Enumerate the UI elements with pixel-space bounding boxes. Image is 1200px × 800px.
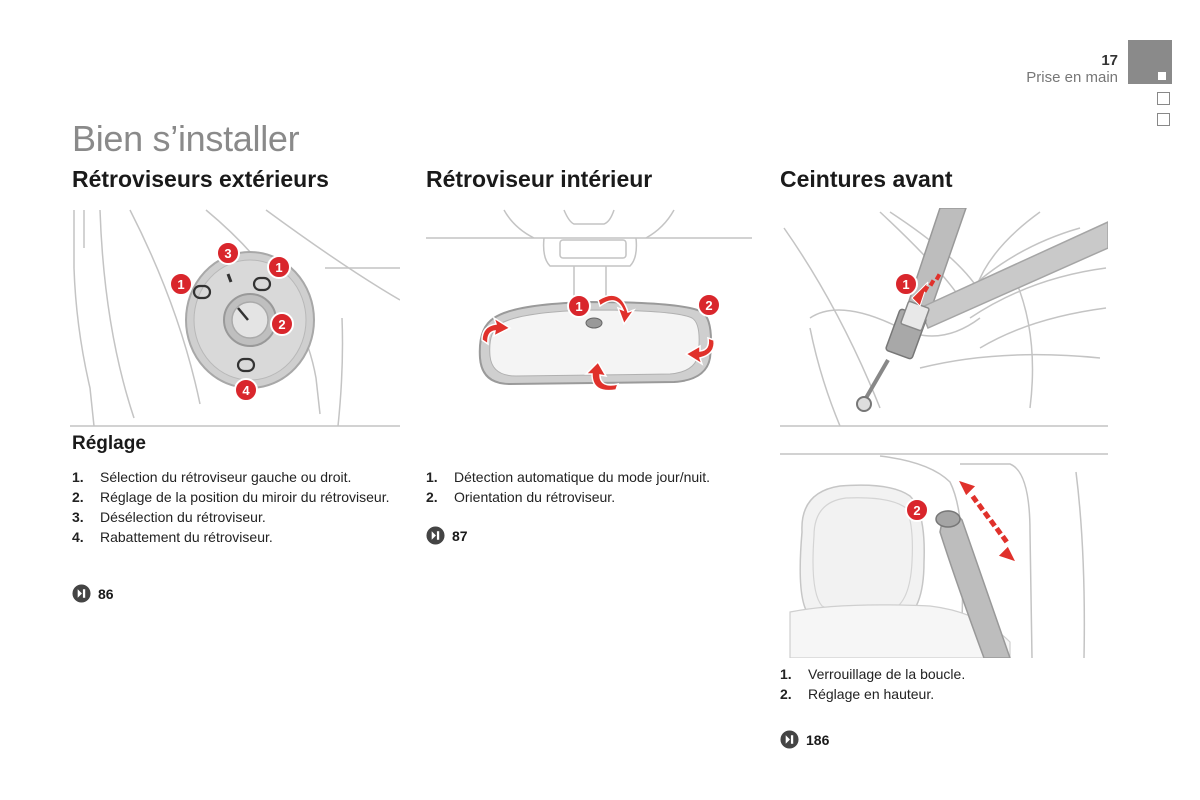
section-heading-exterior-mirrors: Rétroviseurs extérieurs bbox=[72, 166, 329, 192]
chapter-tabs bbox=[1128, 40, 1172, 126]
interior-mirror-illustration: 1 2 bbox=[426, 209, 752, 392]
page-title: Bien s’installer bbox=[72, 118, 300, 159]
list-item: 1.Verrouillage de la boucle. bbox=[780, 666, 966, 682]
callout-badge: 2 bbox=[270, 312, 294, 336]
svg-text:1: 1 bbox=[275, 260, 282, 275]
chapter-name: Prise en main bbox=[1026, 69, 1118, 86]
callout-badge: 1 bbox=[169, 272, 193, 296]
svg-text:2: 2 bbox=[913, 503, 920, 518]
svg-text:1: 1 bbox=[177, 277, 184, 292]
callout-badge: 4 bbox=[234, 378, 258, 402]
list-item: 3.Désélection du rétroviseur. bbox=[72, 509, 266, 525]
chapter-tab-active[interactable] bbox=[1128, 40, 1172, 84]
chapter-tab[interactable] bbox=[1157, 113, 1170, 126]
svg-text:3: 3 bbox=[224, 246, 231, 261]
subheading-adjustment: Réglage bbox=[72, 433, 146, 454]
list-item: 4.Rabattement du rétroviseur. bbox=[72, 529, 273, 545]
seatbelt-steps: 1.Verrouillage de la boucle. 2.Réglage e… bbox=[780, 664, 1110, 704]
svg-text:2: 2 bbox=[278, 317, 285, 332]
page-number: 17 bbox=[1101, 52, 1118, 69]
callout-badge: 2 bbox=[905, 498, 929, 522]
list-item: 1.Sélection du rétroviseur gauche ou dro… bbox=[72, 469, 352, 485]
callout-badge: 3 bbox=[216, 241, 240, 265]
exterior-mirror-control-illustration: 1 1 2 3 4 bbox=[70, 209, 400, 427]
svg-text:1: 1 bbox=[575, 299, 582, 314]
svg-text:2: 2 bbox=[705, 298, 712, 313]
play-circle-icon bbox=[426, 526, 445, 545]
exterior-mirror-steps: 1.Sélection du rétroviseur gauche ou dro… bbox=[72, 467, 392, 547]
page-reference-number: 87 bbox=[452, 527, 468, 544]
svg-text:4: 4 bbox=[242, 383, 250, 398]
list-item: 1.Détection automatique du mode jour/nui… bbox=[426, 469, 711, 485]
list-item: 2.Réglage de la position du miroir du ré… bbox=[72, 489, 390, 505]
callout-badge: 1 bbox=[567, 294, 591, 318]
seatbelt-buckle-illustration: 1 bbox=[780, 208, 1108, 427]
seatbelt-height-illustration: 2 bbox=[780, 453, 1108, 658]
callout-badge: 1 bbox=[894, 272, 918, 296]
chapter-tab[interactable] bbox=[1157, 92, 1170, 105]
play-circle-icon bbox=[780, 730, 799, 749]
list-item: 2.Réglage en hauteur. bbox=[780, 686, 935, 702]
page-reference-number: 86 bbox=[98, 585, 114, 602]
section-heading-front-seatbelts: Ceintures avant bbox=[780, 166, 953, 192]
section-heading-interior-mirror: Rétroviseur intérieur bbox=[426, 166, 653, 192]
interior-mirror-steps: 1.Détection automatique du mode jour/nui… bbox=[426, 467, 756, 507]
callout-badge: 2 bbox=[697, 293, 721, 317]
page-reference-link[interactable]: 87 bbox=[426, 526, 468, 545]
list-item: 2.Orientation du rétroviseur. bbox=[426, 489, 616, 505]
callout-badge: 1 bbox=[267, 255, 291, 279]
page-reference-link[interactable]: 186 bbox=[780, 730, 829, 749]
page-reference-link[interactable]: 86 bbox=[72, 584, 114, 603]
play-circle-icon bbox=[72, 584, 91, 603]
page-reference-number: 186 bbox=[806, 731, 830, 748]
svg-text:1: 1 bbox=[902, 277, 909, 292]
